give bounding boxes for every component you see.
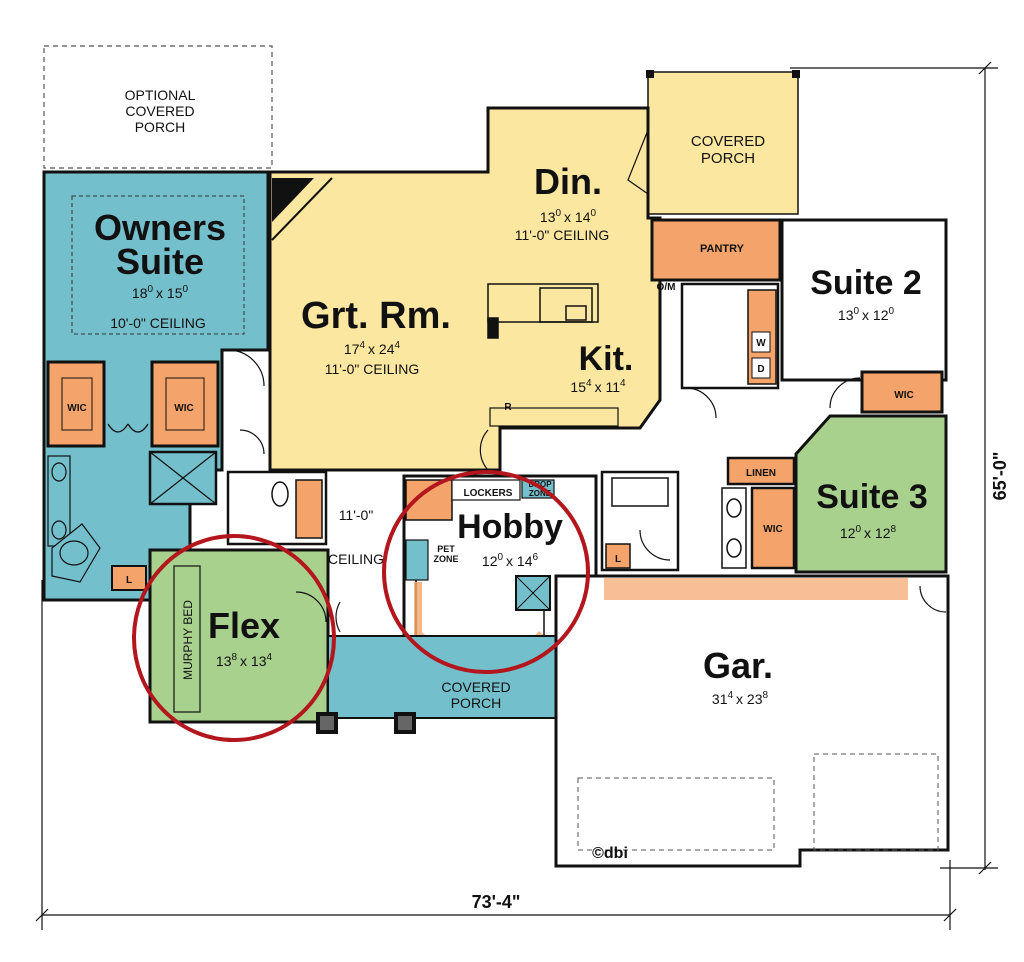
great-room-ceiling: 11'-0" CEILING xyxy=(325,361,420,377)
suite-2-name: Suite 2 xyxy=(810,264,921,302)
optional-porch-label: COVERED xyxy=(125,103,194,119)
overall-width-label: 73'-4" xyxy=(472,892,521,912)
dryer-label: D xyxy=(757,364,764,375)
drop-zone-label: DROP xyxy=(528,480,552,489)
wic-mid xyxy=(150,360,220,448)
murphy-bed-unit xyxy=(173,565,201,713)
door-swings xyxy=(227,129,947,633)
wic-suite-3-label: WIC xyxy=(763,524,782,535)
dimension-lines xyxy=(35,61,998,930)
washer-label: W xyxy=(756,338,766,349)
suite-2 xyxy=(780,218,948,382)
refrigerator-label: R xyxy=(504,402,512,413)
garage-name: Gar. xyxy=(703,645,773,686)
front-porch-label: COVERED xyxy=(441,679,510,695)
owners-suite-name: Owners xyxy=(94,207,226,248)
pantry-label: PANTRY xyxy=(700,243,745,255)
garage xyxy=(554,574,950,868)
owners-suite-name: Suite xyxy=(116,241,204,282)
owners-ceiling-outline xyxy=(71,195,245,335)
garage-door-left xyxy=(577,777,775,851)
laundry-right-label: L xyxy=(615,554,621,565)
rear-porch-label: PORCH xyxy=(701,150,755,167)
suite-3-name: Suite 3 xyxy=(816,478,927,516)
wic-suite-3 xyxy=(750,486,796,570)
wic-left-label: WIC xyxy=(67,403,86,414)
wic-mid-label: WIC xyxy=(174,403,193,414)
hall-ceiling: 11'-0" xyxy=(339,507,374,523)
flex-highlight-circle xyxy=(132,534,336,742)
linen-label: LINEN xyxy=(746,468,776,479)
wic-suite-2 xyxy=(860,370,944,414)
pantry xyxy=(650,218,782,282)
wic-suite-2-label: WIC xyxy=(894,390,913,401)
linen xyxy=(726,456,796,486)
kitchen-island xyxy=(487,283,599,339)
pet-zone-label: ZONE xyxy=(433,554,458,564)
optional-porch-label: OPTIONAL xyxy=(125,87,196,103)
powder-bath xyxy=(226,470,328,546)
dining-ceiling: 11'-0" CEILING xyxy=(515,227,610,243)
hall-bath-fixtures xyxy=(600,470,747,572)
overall-depth-label: 65'-0" xyxy=(990,452,1010,501)
hobby-highlight-circle xyxy=(382,470,590,674)
great-room xyxy=(268,106,662,472)
optional-porch-label: PORCH xyxy=(135,119,186,135)
hobby-name: Hobby xyxy=(457,508,563,546)
rear-covered-porch xyxy=(647,71,799,215)
suite-3 xyxy=(794,414,948,574)
hall-ceiling: CEILING xyxy=(328,551,384,567)
murphy-bed-label: MURPHY BED xyxy=(181,600,195,680)
drop-zone-label: ZONE xyxy=(529,489,552,498)
front-porch-label: PORCH xyxy=(451,695,502,711)
owners-ceiling: 10'-0" CEILING xyxy=(110,315,206,331)
garage-door-right xyxy=(813,753,939,851)
laundry-left xyxy=(111,565,147,591)
optional-porch-outline xyxy=(43,45,273,169)
pet-zone-label: PET xyxy=(437,544,455,554)
owners-bath-fixtures xyxy=(47,423,218,583)
rear-porch-label: COVERED xyxy=(691,133,765,150)
flex-name: Flex xyxy=(208,605,280,646)
oven-microwave-label: O/M xyxy=(657,282,676,293)
great-room-name: Grt. Rm. xyxy=(301,295,451,337)
kitchen-name: Kit. xyxy=(579,340,634,378)
front-covered-porch xyxy=(327,635,557,719)
copyright-label: ©dbi xyxy=(592,845,628,862)
laundry-left-label: L xyxy=(126,575,132,586)
dining-name: Din. xyxy=(534,161,602,202)
lockers-label: LOCKERS xyxy=(464,488,513,499)
